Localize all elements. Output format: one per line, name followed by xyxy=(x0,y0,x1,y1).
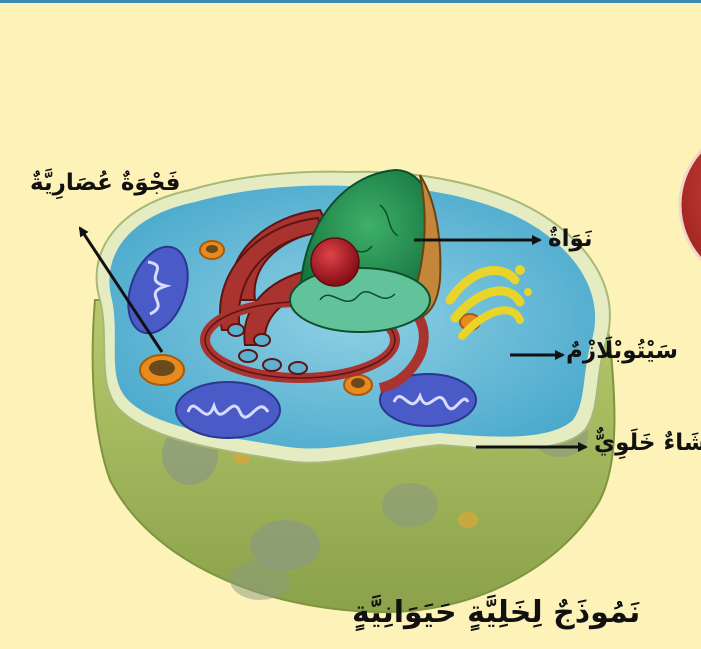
mitochondrion-bottom xyxy=(176,382,280,438)
accent-sphere xyxy=(680,125,701,285)
label-nucleus: نَوَاةٌ xyxy=(548,226,593,252)
label-vacuole: فَجْوَةٌ عُصَارِيَّةٌ xyxy=(30,170,180,196)
label-cytoplasm: سَيْتُوبْلَازْمٌ xyxy=(566,338,678,364)
diagram-caption: نَمُوذَجٌ لِخَلِيَّةٍ حَيَوَانِيَّةٍ xyxy=(352,595,640,630)
vacuole xyxy=(140,355,184,385)
label-membrane: غِشَاءٌ خَلَوِيٌّ xyxy=(594,430,701,456)
nucleolus xyxy=(311,238,359,286)
